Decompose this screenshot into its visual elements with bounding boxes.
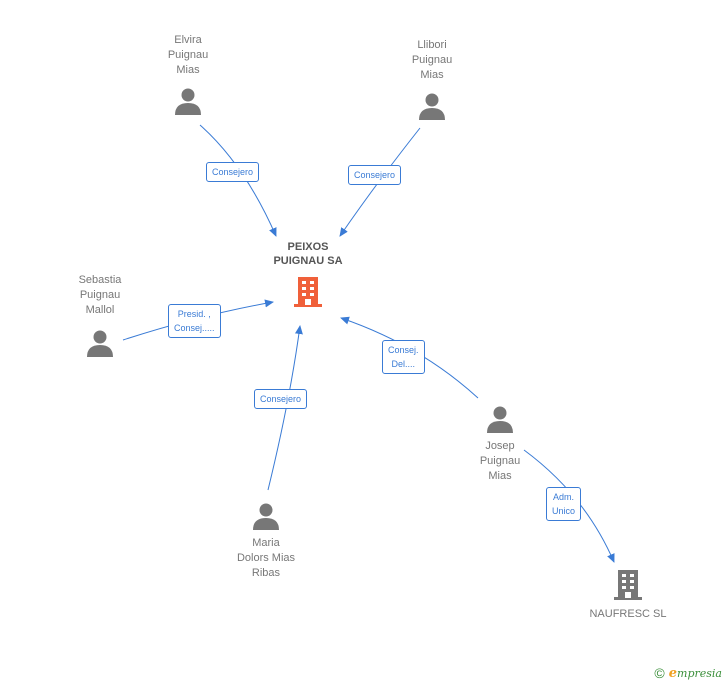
person-icon <box>87 330 113 357</box>
edge-label-maria[interactable]: Consejero <box>254 389 308 409</box>
edge-label-sebastia[interactable]: Presid. , Consej..... <box>168 304 221 338</box>
person-name-elvira: Elvira Puignau Mias <box>167 34 209 76</box>
company-name-naufresc: NAUFRESC SL <box>589 608 667 620</box>
person-icon <box>175 88 201 115</box>
person-node-elvira[interactable]: Elvira Puignau Mias <box>148 33 228 115</box>
company-node-peixos[interactable]: PEIXOS PUIGNAU SA <box>258 240 358 309</box>
person-node-llibori[interactable]: Llibori Puignau Mias <box>392 38 472 120</box>
person-icon <box>487 406 513 433</box>
edge-label-josep[interactable]: Consej. Del.... <box>382 340 425 374</box>
person-node-josep[interactable]: Josep Puignau Mias <box>460 405 540 484</box>
copyright-icon: © <box>654 665 665 681</box>
person-name-llibori: Llibori Puignau Mias <box>411 39 453 81</box>
person-name-josep: Josep Puignau Mias <box>479 440 521 482</box>
empresia-watermark: © empresia <box>654 665 722 681</box>
person-name-maria: Maria Dolors Mias Ribas <box>236 537 296 579</box>
edge-label-elvira[interactable]: Consejero <box>206 162 260 182</box>
person-name-sebastia: Sebastia Puignau Mallol <box>78 274 122 316</box>
person-node-sebastia[interactable]: Sebastia Puignau Mallol <box>60 273 140 357</box>
person-icon <box>253 503 279 530</box>
building-icon <box>294 277 322 307</box>
company-node-naufresc[interactable]: NAUFRESC SL <box>580 568 676 622</box>
edge-label-llibori[interactable]: Consejero <box>348 165 402 185</box>
person-node-maria[interactable]: Maria Dolors Mias Ribas <box>220 502 312 581</box>
company-name-peixos: PEIXOS PUIGNAU SA <box>273 241 343 267</box>
person-icon <box>419 93 445 120</box>
brand-logo: empresia <box>668 665 722 681</box>
edge-label-josep-naufresc[interactable]: Adm. Unico <box>546 487 582 521</box>
building-icon <box>614 570 642 600</box>
